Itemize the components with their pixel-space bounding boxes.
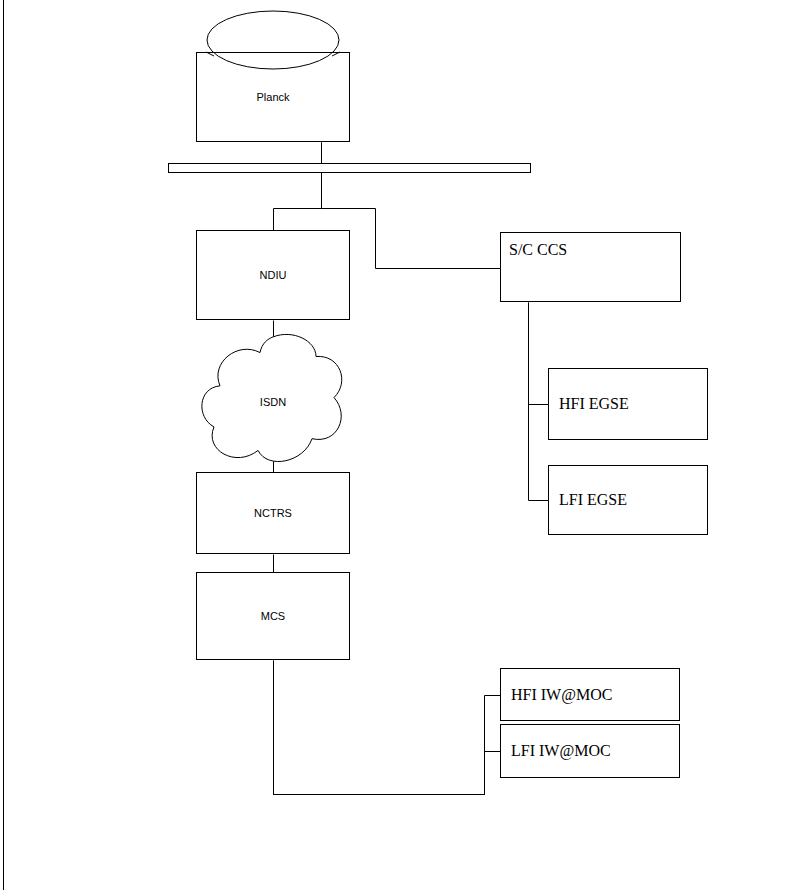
connector-line (273, 555, 274, 573)
process-box: NDIU (196, 230, 350, 320)
node-label: NCTRS (254, 507, 292, 519)
connector-line (274, 661, 501, 795)
connector-line (529, 303, 549, 405)
node-label: LFI IW@MOC (511, 742, 611, 760)
process-box: LFI IW@MOC (500, 724, 680, 778)
node-label: S/C CCS (509, 241, 567, 259)
node-label: HFI EGSE (559, 395, 629, 413)
node-label: Planck (256, 91, 289, 103)
spacecraft-box: Planck (196, 52, 350, 142)
process-box: MCS (196, 572, 350, 660)
process-box: S/C CCS (500, 232, 681, 302)
connector-line (273, 321, 274, 338)
antenna-dish (207, 11, 339, 69)
node-label: MCS (261, 610, 285, 622)
network-cloud: ISDN (198, 333, 348, 470)
service-module-plate (169, 164, 531, 173)
process-box: LFI EGSE (548, 465, 708, 535)
process-box: HFI EGSE (548, 368, 708, 440)
process-box: NCTRS (196, 472, 350, 554)
node-label: ISDN (260, 396, 286, 408)
connector-line (274, 661, 501, 795)
page-rule (3, 0, 4, 890)
cloud-outline (202, 334, 342, 461)
process-box: HFI IW@MOC (500, 668, 680, 721)
node-label: LFI EGSE (559, 491, 627, 509)
connector-line (529, 303, 549, 501)
connector-line (274, 143, 322, 231)
node-label: NDIU (260, 269, 287, 281)
node-label: HFI IW@MOC (511, 686, 612, 704)
